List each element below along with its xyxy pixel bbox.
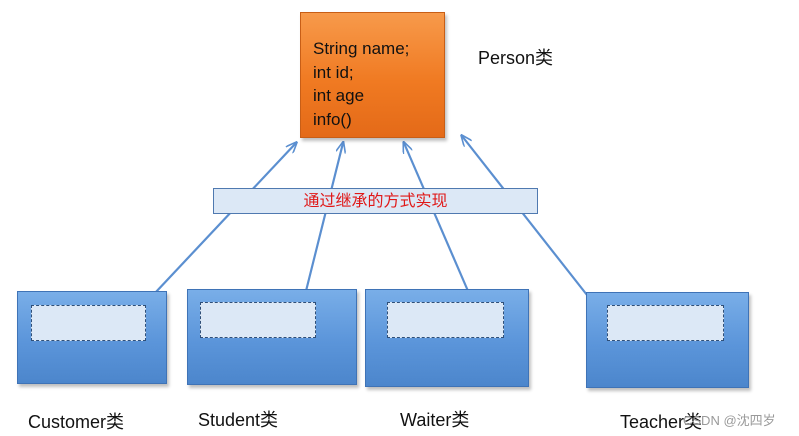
student-class-label: Student类 (198, 410, 279, 430)
person-class-label: Person类 (478, 48, 554, 68)
person-class-box: String name; int id; int age info() (300, 12, 445, 138)
arrow-teacher (462, 136, 588, 296)
customer-class-label: Customer类 (28, 412, 125, 432)
arrow-waiter (404, 143, 470, 292)
field-4: info() (313, 109, 352, 129)
waiter-inner-placeholder (387, 302, 504, 338)
field-2: int id; (313, 62, 354, 82)
customer-class-box (17, 291, 167, 384)
arrow-customer (154, 143, 296, 294)
waiter-class-label: Waiter类 (400, 410, 470, 430)
waiter-class-box (365, 289, 529, 387)
inheritance-banner: 通过继承的方式实现 (213, 188, 538, 214)
field-1: String name; (313, 39, 410, 58)
student-class-box (187, 289, 357, 385)
teacher-inner-placeholder (607, 305, 724, 341)
watermark: CSDN @沈四岁 (683, 413, 776, 428)
teacher-class-label: Teacher类 (620, 412, 703, 432)
customer-inner-placeholder (31, 305, 146, 341)
field-3: int age (313, 86, 365, 105)
student-inner-placeholder (200, 302, 316, 338)
arrow-student (304, 143, 343, 292)
teacher-class-box (586, 292, 749, 388)
